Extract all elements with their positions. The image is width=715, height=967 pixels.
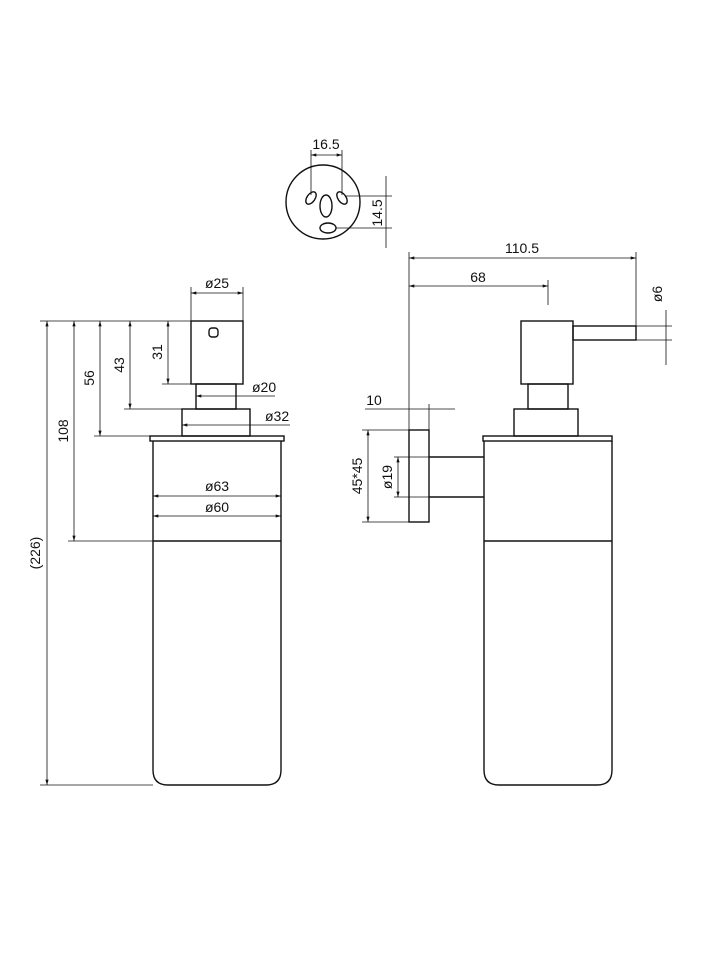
dim-spout-position: 68 <box>470 269 486 285</box>
dim-43: 43 <box>111 357 127 373</box>
front-view: (226) 108 56 43 31 ø25 ø20 ø32 ø63 ø60 <box>27 275 290 786</box>
dim-56: 56 <box>81 370 97 386</box>
dim-spout-diameter: ø6 <box>649 286 665 303</box>
dim-hole-spacing: 16.5 <box>312 136 339 152</box>
dim-neck-diameter: ø20 <box>252 379 276 395</box>
dim-overall-height: (226) <box>27 537 43 570</box>
top-view: 16.5 14.5 <box>285 136 392 248</box>
dim-plate-size: 45*45 <box>349 457 365 494</box>
dim-collar-diameter: ø32 <box>265 408 289 424</box>
dim-lid-diameter: ø63 <box>205 478 229 494</box>
dim-31: 31 <box>149 344 165 360</box>
dim-connector-diameter: ø19 <box>379 465 395 489</box>
dim-cap-diameter: ø25 <box>205 275 229 291</box>
dim-body-diameter: ø60 <box>205 499 229 515</box>
dim-108: 108 <box>55 419 71 443</box>
dim-plate-thickness: 10 <box>366 392 382 408</box>
side-view: 110.5 68 ø6 10 45*45 ø19 <box>349 240 672 786</box>
dim-total-depth: 110.5 <box>505 240 539 256</box>
dim-hole-offset: 14.5 <box>369 199 385 226</box>
